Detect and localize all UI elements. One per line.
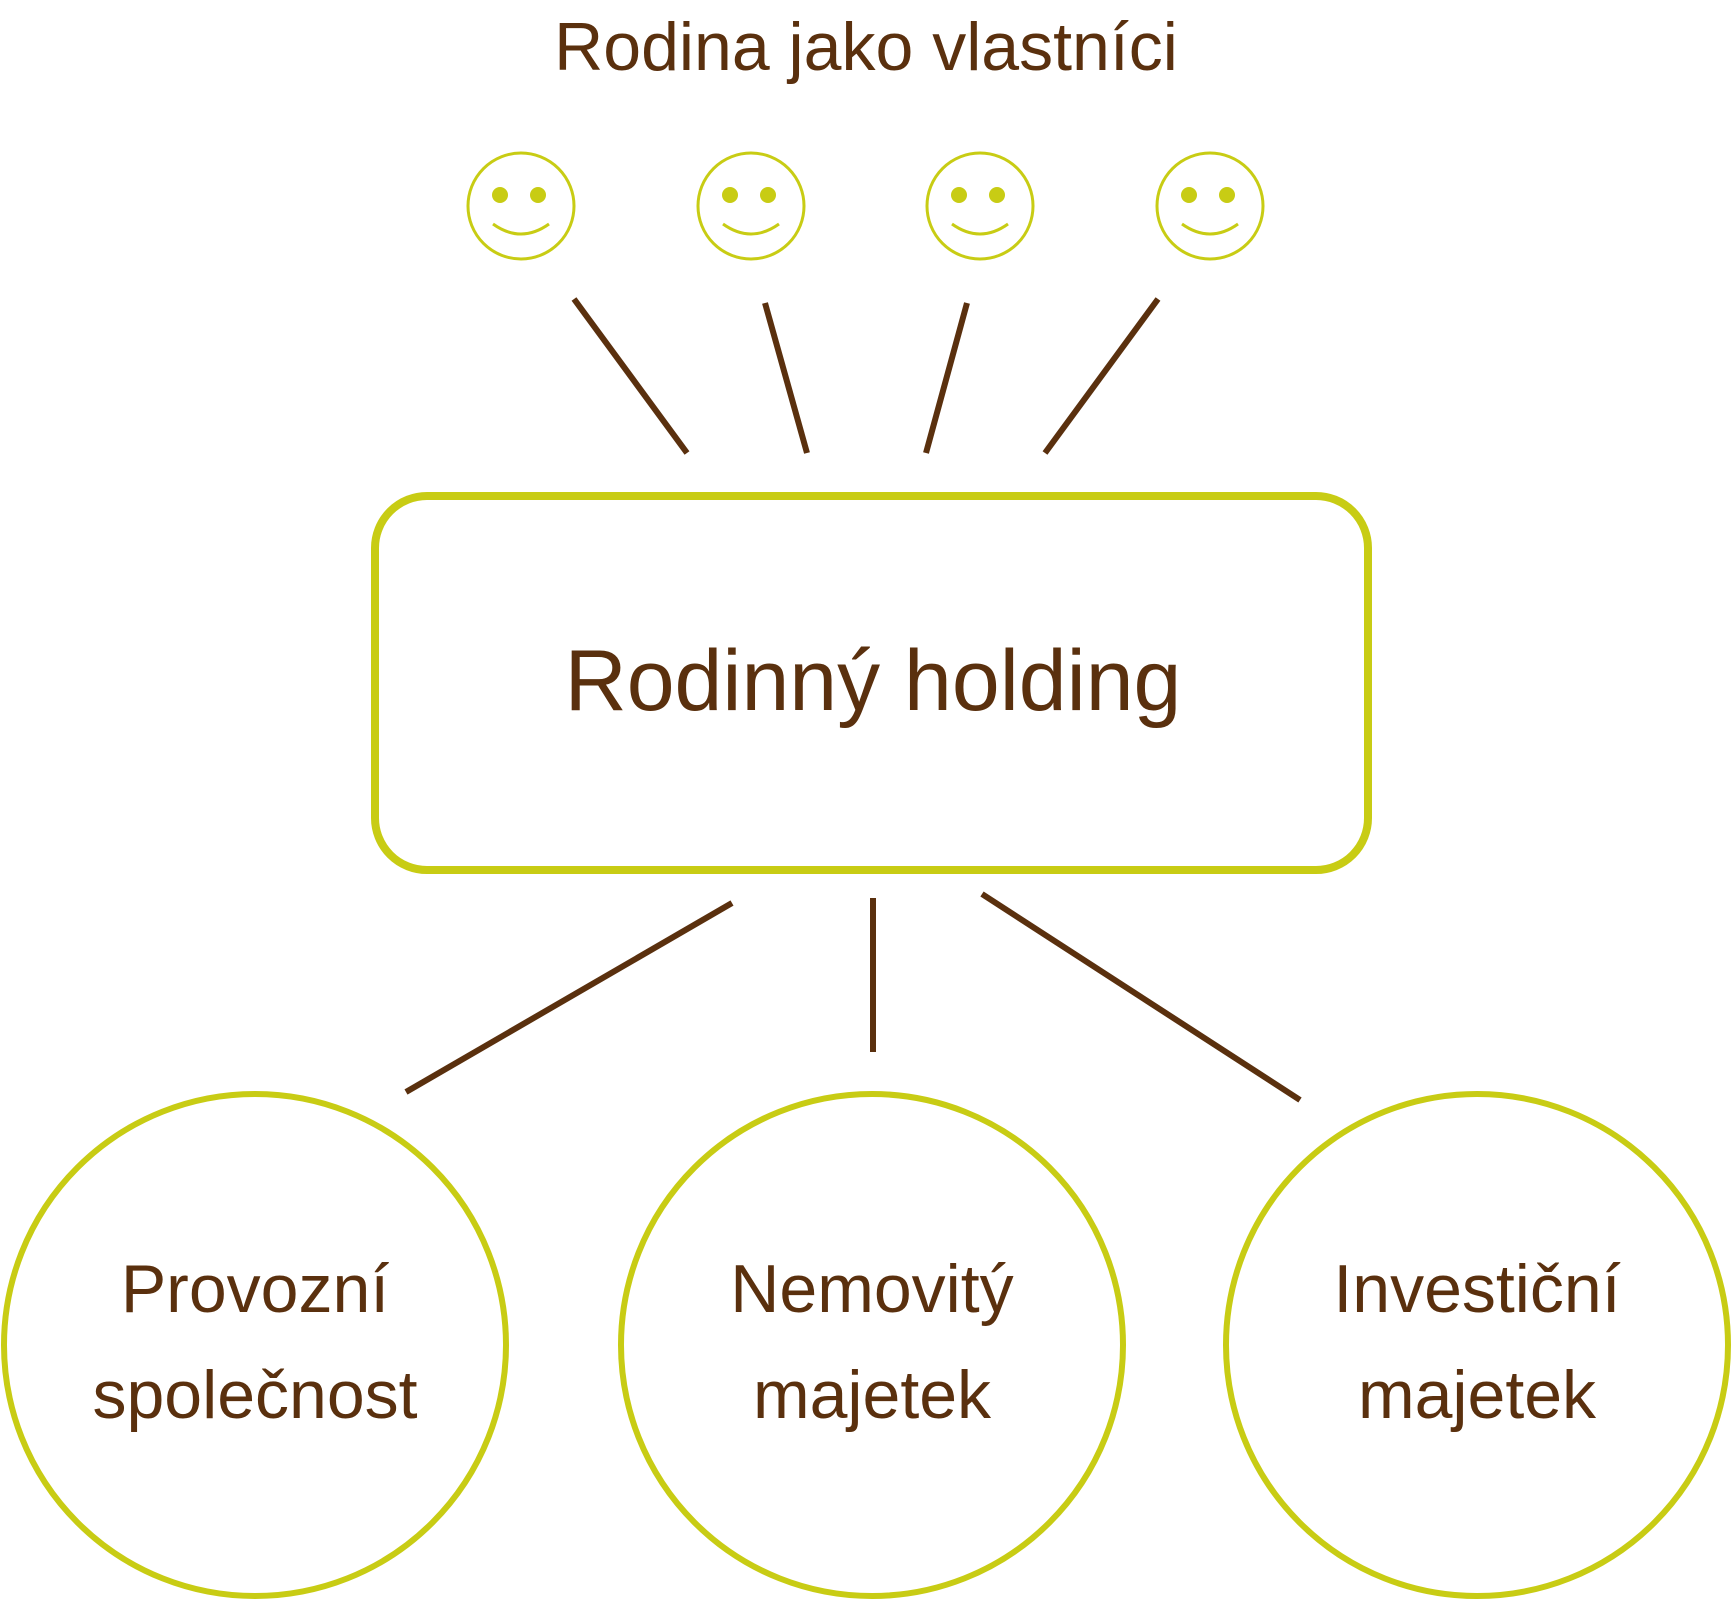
owner-smiley-3	[925, 151, 1035, 261]
subsidiary-label-line2: majetek	[1358, 1357, 1597, 1433]
owner-smiley-4	[1155, 151, 1265, 261]
holding-label: Rodinný holding	[565, 633, 1182, 729]
smiley-face-icon	[925, 151, 1035, 261]
diagram-title: Rodina jako vlastníci	[554, 9, 1178, 85]
subsidiary-connector-3	[980, 891, 1302, 1103]
subsidiary-operating-company: Provozní společnost	[1, 1091, 509, 1599]
subsidiary-label-line1: Investiční	[1333, 1251, 1620, 1327]
subsidiary-label-line2: společnost	[92, 1357, 417, 1433]
owner-connector-1	[571, 297, 690, 455]
owner-connector-3	[923, 302, 970, 454]
subsidiary-connector-1	[404, 900, 734, 1095]
smiley-face-icon	[696, 151, 806, 261]
subsidiary-label-line1: Provozní	[121, 1251, 389, 1327]
subsidiary-label-line2: majetek	[753, 1357, 992, 1433]
subsidiary-real-estate: Nemovitý majetek	[618, 1091, 1126, 1599]
smiley-face-icon	[1155, 151, 1265, 261]
holding-box: Rodinný holding	[371, 492, 1372, 874]
owner-connector-2	[762, 302, 810, 454]
owner-smiley-1	[466, 151, 576, 261]
subsidiary-investment-assets: Investiční majetek	[1223, 1091, 1731, 1599]
owner-connector-4	[1042, 297, 1161, 455]
subsidiary-label-line1: Nemovitý	[730, 1251, 1013, 1327]
smiley-face-icon	[466, 151, 576, 261]
owner-smiley-2	[696, 151, 806, 261]
